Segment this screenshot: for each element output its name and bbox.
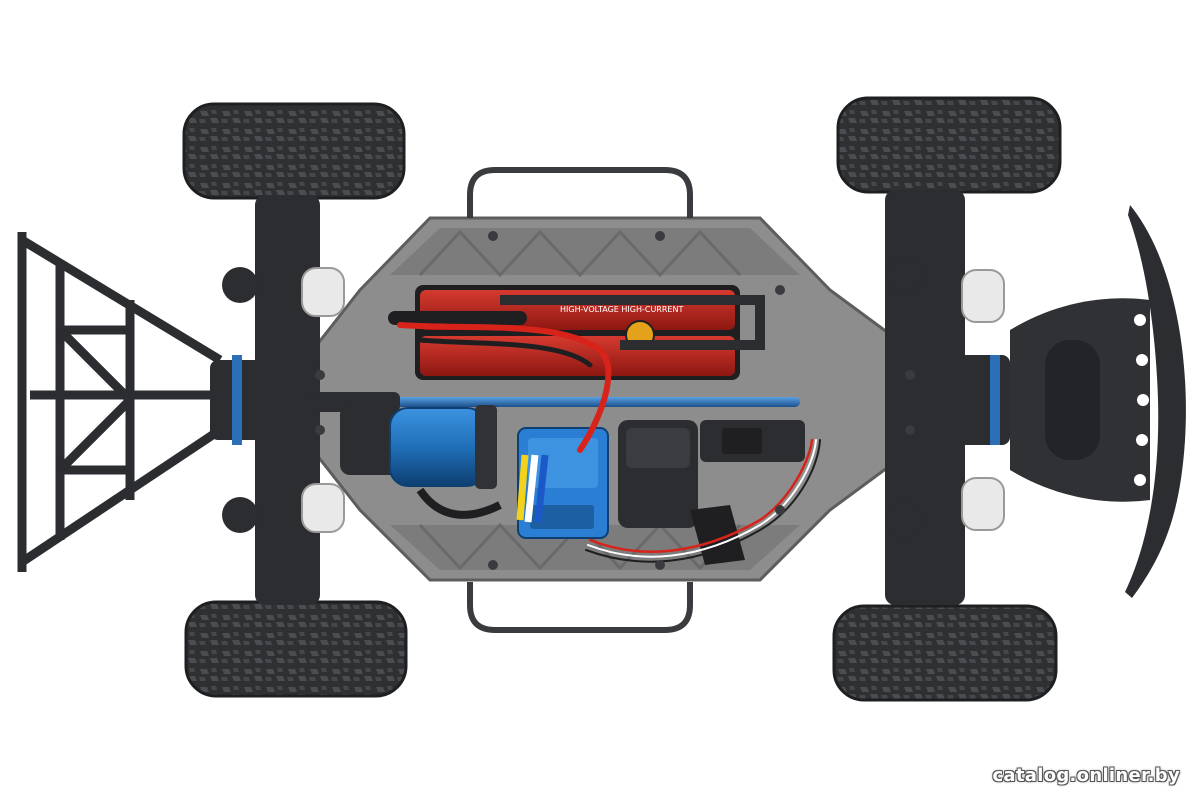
top-handle [467,167,693,218]
bottom-handle [467,582,693,633]
esc-controller [516,427,609,539]
left-suspension [210,195,345,605]
battery-pack: HIGH-VOLTAGE HIGH-CURRENT [388,285,765,380]
tire-rear-right [832,604,1058,702]
rear-bumper-frame [17,232,223,572]
tire-rear-left [184,600,408,698]
chassis-screws [315,231,915,570]
battery-spec-text: HIGH-VOLTAGE HIGH-CURRENT [560,305,683,314]
power-wires [397,322,821,563]
front-bumper [1010,205,1186,598]
tire-front-left [182,102,406,200]
motor [340,405,502,519]
watermark-text: catalog.onliner.by [992,765,1180,786]
tire-front-right [836,96,1062,194]
right-suspension [885,190,1010,605]
